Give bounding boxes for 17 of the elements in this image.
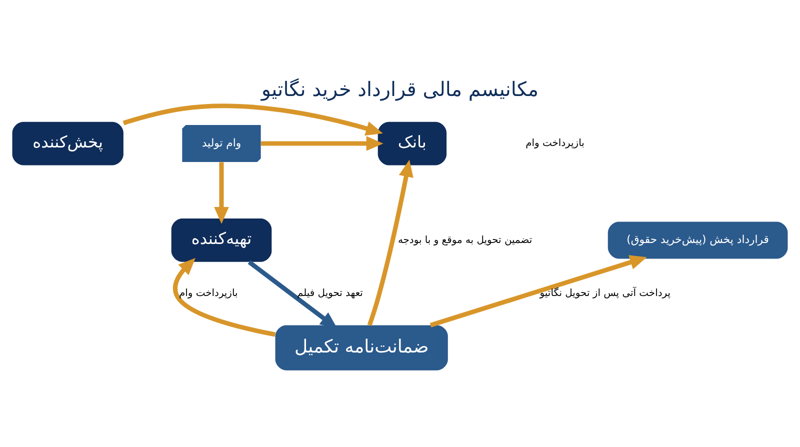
node-box: قرارداد پخش (پیش‌خرید حقوق)	[608, 222, 788, 259]
arrow	[260, 136, 384, 151]
arrow	[173, 258, 276, 337]
node-box: تهیه‌کننده	[171, 218, 272, 262]
arrow	[430, 255, 647, 328]
node-box: ضمانت‌نامه تکمیل	[275, 325, 448, 370]
edge-label: تضمین تحویل به موقع و با بودجه	[398, 234, 532, 246]
arrow	[214, 162, 229, 224]
node-box: پخش‌کننده	[12, 122, 124, 166]
edge-label: پرداخت آتی پس از تحویل نگاتیو	[540, 288, 671, 300]
arrow	[122, 104, 383, 136]
diagram-title: مکانیسم مالی قرارداد خرید نگاتیو	[261, 78, 539, 102]
label: بازپرداخت وام	[526, 138, 584, 150]
edge-label: تعهد تحویل فیلم	[296, 288, 363, 300]
edge-label: بازپرداخت وام	[178, 288, 238, 300]
node-box: بانک	[378, 122, 447, 166]
arrow	[367, 160, 414, 326]
